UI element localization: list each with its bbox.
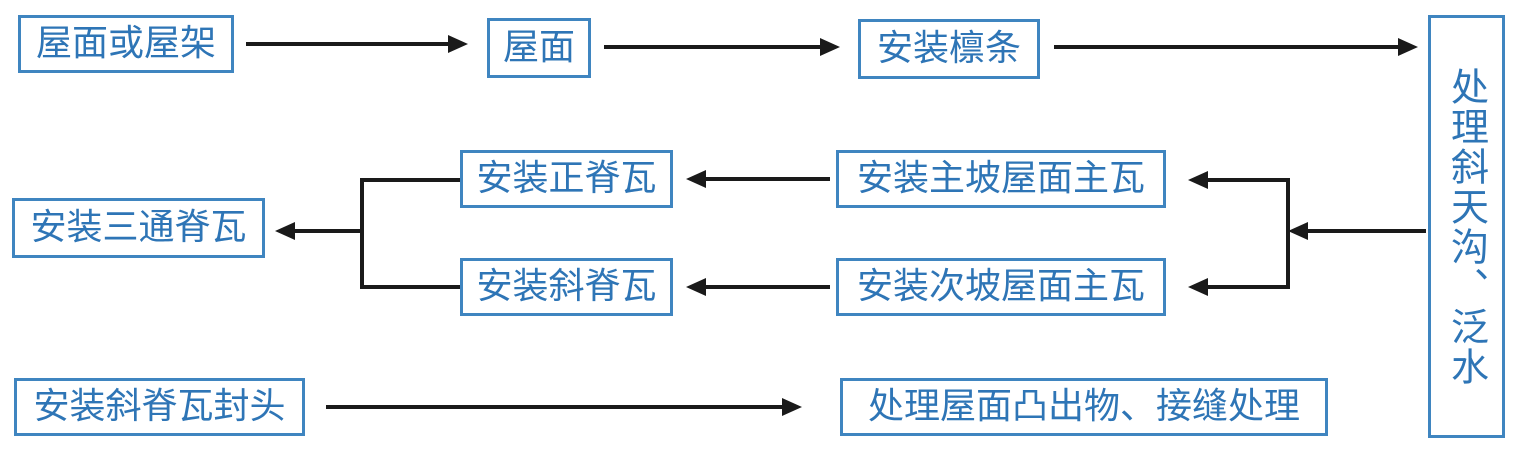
arrowhead-left-icon xyxy=(275,222,295,240)
bracket-right-spine xyxy=(1286,178,1290,289)
node-label: 安装次坡屋面主瓦 xyxy=(856,266,1145,308)
arrowhead-left-icon xyxy=(1188,171,1208,189)
arrowhead-right-icon xyxy=(448,35,468,53)
node-label: 安装斜脊瓦封头 xyxy=(33,386,286,428)
node-label: 屋面或屋架 xyxy=(35,23,216,65)
bracket-left-branch-top xyxy=(360,178,460,182)
bracket-left-branch-bottom xyxy=(360,285,460,289)
edge-bracket-to-tee-ridge xyxy=(295,229,363,233)
node-install-purlin[interactable]: 安装檩条 xyxy=(858,19,1040,79)
bracket-left-spine xyxy=(360,178,364,289)
node-install-main-ridge[interactable]: 安装正脊瓦 xyxy=(460,150,673,208)
node-label: 屋面 xyxy=(502,27,575,69)
arrowhead-right-icon xyxy=(782,398,802,416)
node-label: 安装三通脊瓦 xyxy=(30,207,247,249)
node-label: 安装主坡屋面主瓦 xyxy=(856,158,1145,200)
node-install-tee-ridge[interactable]: 安装三通脊瓦 xyxy=(12,198,265,258)
arrowhead-right-icon xyxy=(1398,38,1418,56)
node-label: 安装斜脊瓦 xyxy=(476,266,657,308)
node-valley-flashing[interactable]: 处理斜天沟、泛水 xyxy=(1428,15,1505,438)
edge-roof-surface-to-install-purlin xyxy=(604,45,828,49)
edge-valley-flashing-to-bracket xyxy=(1308,229,1426,233)
node-install-hip-ridge[interactable]: 安装斜脊瓦 xyxy=(460,258,673,316)
edge-hip-ridge-cap-to-protrusion-seam xyxy=(326,405,790,409)
node-label: 处理屋面凸出物、接缝处理 xyxy=(867,386,1300,428)
node-roof-or-truss[interactable]: 屋面或屋架 xyxy=(18,15,234,73)
arrowhead-right-icon xyxy=(820,38,840,56)
edge-sub-slope-to-hip-ridge xyxy=(706,285,830,289)
node-label: 安装正脊瓦 xyxy=(476,158,657,200)
node-protrusion-seam[interactable]: 处理屋面凸出物、接缝处理 xyxy=(840,378,1328,436)
arrowhead-left-icon xyxy=(686,278,706,296)
bracket-right-branch-bottom xyxy=(1208,285,1288,289)
node-label: 处理斜天沟、泛水 xyxy=(1444,66,1489,387)
edge-install-purlin-to-valley-flashing xyxy=(1054,45,1406,49)
edge-main-slope-to-main-ridge xyxy=(706,177,830,181)
node-label: 安装檩条 xyxy=(876,28,1021,70)
arrowhead-left-icon xyxy=(1188,278,1208,296)
node-roof-surface[interactable]: 屋面 xyxy=(487,18,591,78)
edge-roof-or-truss-to-roof-surface xyxy=(246,42,456,46)
node-hip-ridge-cap[interactable]: 安装斜脊瓦封头 xyxy=(14,378,305,436)
arrowhead-left-icon xyxy=(686,170,706,188)
arrowhead-left-icon xyxy=(1288,222,1308,240)
bracket-right-branch-top xyxy=(1208,178,1288,182)
node-sub-slope-tile[interactable]: 安装次坡屋面主瓦 xyxy=(836,258,1166,316)
node-main-slope-tile[interactable]: 安装主坡屋面主瓦 xyxy=(836,150,1166,208)
